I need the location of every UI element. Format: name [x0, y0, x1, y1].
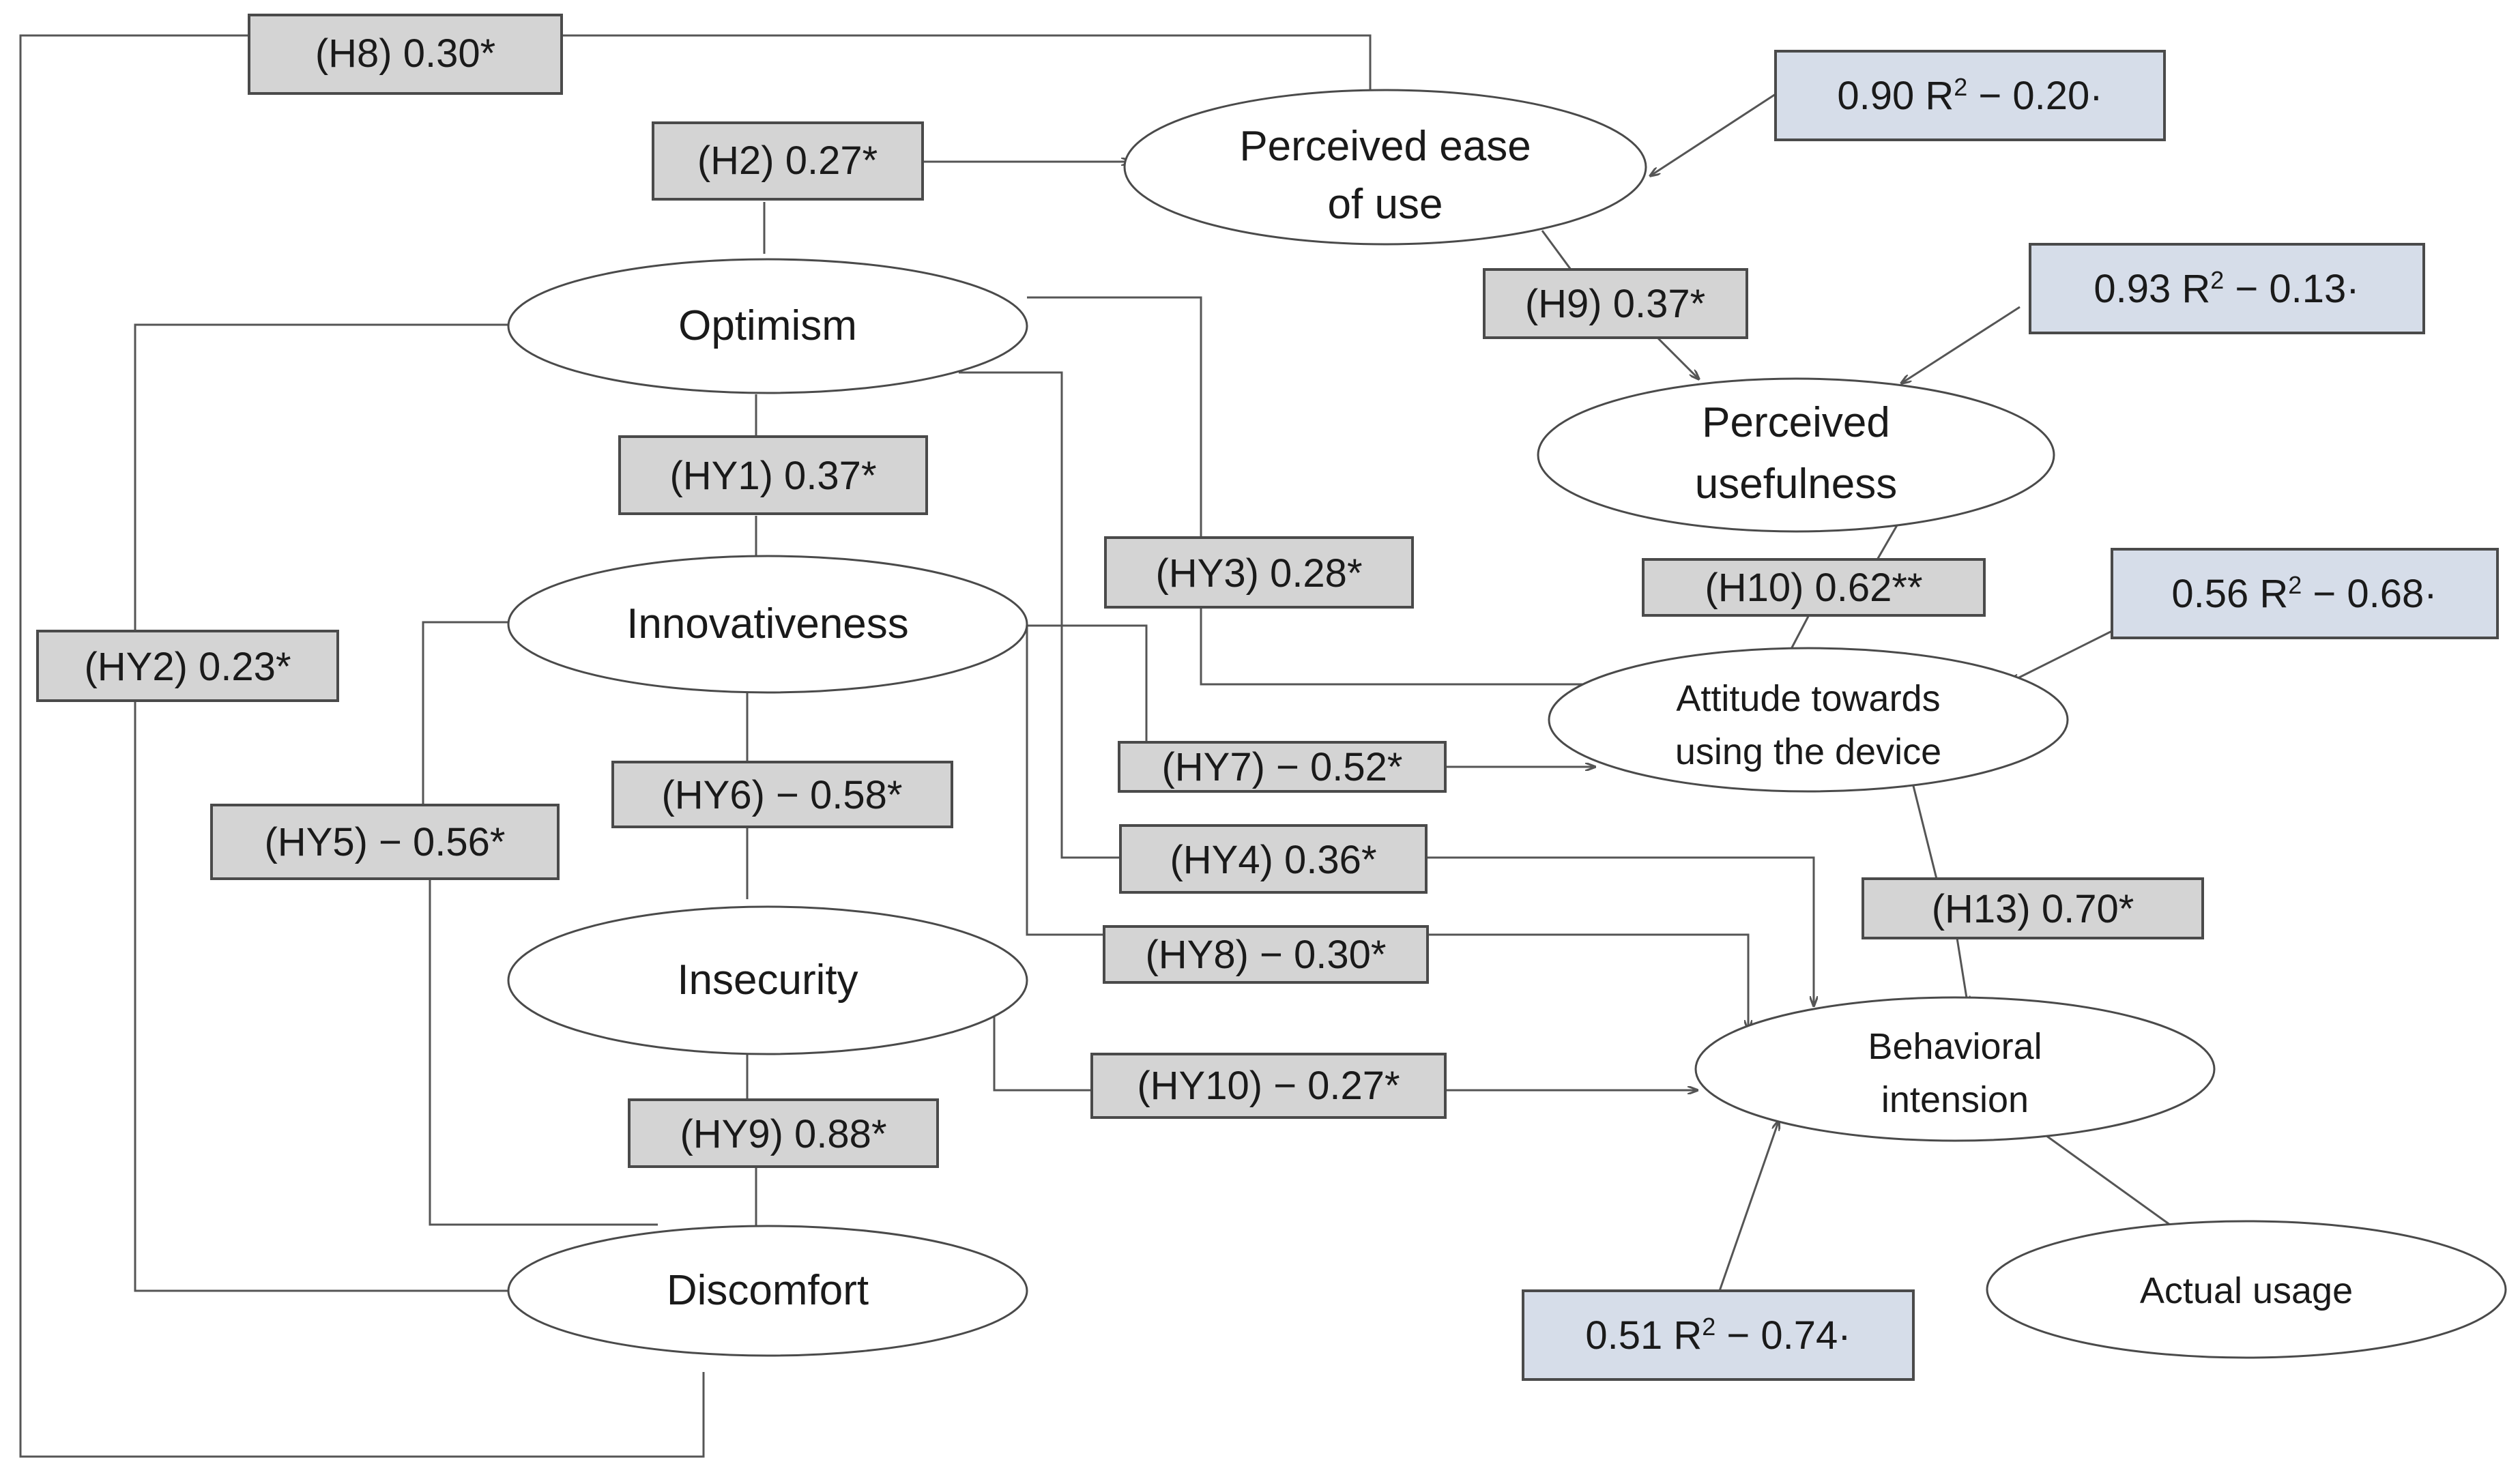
edge-r2-bi: [1718, 1120, 1779, 1291]
label-hy5: (HY5) − 0.56*: [210, 804, 560, 880]
r2-label-peou: 0.90 R2 − 0.20·: [1774, 50, 2166, 141]
node-label: Perceived: [1702, 399, 1890, 446]
connector-lines: [19, 34, 2173, 1458]
label-h9: (H9) 0.37*: [1483, 268, 1748, 339]
label-hy1: (HY1) 0.37*: [618, 435, 928, 515]
label-h2: (H2) 0.27*: [652, 121, 924, 201]
node-label: intension: [1881, 1079, 2029, 1120]
label-text: (HY4) 0.36*: [1170, 838, 1376, 882]
label-text: (H8) 0.30*: [315, 31, 495, 76]
edge-h13-a: [1911, 780, 1938, 879]
edge-hy5: [422, 621, 508, 805]
r-squared-labels: 0.90 R2 − 0.20· 0.93 R2 − 0.13· 0.56 R2 …: [1522, 50, 2499, 1381]
edge-h8: [19, 34, 1370, 1458]
edge-hy7: [1027, 624, 1148, 742]
edge-hy5-b: [429, 879, 658, 1226]
edge-hy3: [1027, 296, 1631, 684]
label-text: (H2) 0.27*: [697, 138, 878, 183]
node-label: Innovativeness: [626, 600, 909, 647]
edge-r2-att: [2010, 630, 2113, 682]
node-label: Attitude towards: [1676, 678, 1940, 719]
edge-h9-b: [1655, 336, 1699, 379]
label-text: (HY1) 0.37*: [669, 454, 876, 498]
r2-text: 0.93 R2 − 0.13·: [2094, 266, 2359, 312]
node-actual-usage: Actual usage: [1986, 1220, 2507, 1359]
edge-hy10: [993, 1006, 1092, 1092]
label-text: (H10) 0.62**: [1705, 566, 1922, 610]
node-behavioral-intension: Behavioral intension: [1694, 996, 2216, 1142]
r2-text: 0.51 R2 − 0.74·: [1585, 1313, 1851, 1358]
edge-r2-pu: [1901, 306, 2021, 383]
edge-hy2: [134, 323, 508, 1292]
label-text: (H13) 0.70*: [1932, 887, 2134, 931]
label-h13: (H13) 0.70*: [1862, 877, 2204, 939]
node-label: Actual usage: [2140, 1270, 2353, 1311]
node-discomfort: Discomfort: [507, 1225, 1028, 1357]
r2-label-pu: 0.93 R2 − 0.13·: [2029, 243, 2425, 334]
label-hy7: (HY7) − 0.52*: [1118, 741, 1447, 793]
edge-hy8: [1026, 626, 1104, 936]
node-perceived-ease-of-use: Perceived ease of use: [1123, 89, 1647, 246]
label-text: (HY3) 0.28*: [1155, 551, 1362, 596]
node-attitude: Attitude towards using the device: [1548, 647, 2069, 793]
path-coefficient-labels: (H8) 0.30* (H2) 0.27* (H9) 0.37* (HY1) 0…: [36, 14, 2204, 1168]
node-label: Insecurity: [677, 956, 858, 1004]
edge-hy4: [959, 371, 1120, 859]
r2-text: 0.90 R2 − 0.20·: [1837, 73, 2102, 119]
label-text: (H9) 0.37*: [1525, 282, 1705, 326]
node-label: Optimism: [678, 302, 857, 349]
label-text: (HY10) − 0.27*: [1137, 1064, 1400, 1108]
edge-h13-b: [1956, 937, 1968, 1006]
r2-label-behavioral: 0.51 R2 − 0.74·: [1522, 1289, 1915, 1381]
label-text: (HY2) 0.23*: [84, 645, 291, 689]
edge-h9-a: [1541, 230, 1572, 270]
label-h10: (H10) 0.62**: [1642, 558, 1986, 617]
label-text: (HY8) − 0.30*: [1145, 933, 1386, 977]
r2-label-attitude: 0.56 R2 − 0.68·: [2111, 548, 2499, 639]
node-innovativeness: Innovativeness: [507, 555, 1028, 694]
edge-hy4-arrow: [1426, 856, 1814, 1006]
edge-r2-peou: [1650, 93, 1776, 176]
label-hy10: (HY10) − 0.27*: [1090, 1053, 1447, 1119]
node-insecurity: Insecurity: [507, 905, 1028, 1055]
label-hy4: (HY4) 0.36*: [1119, 824, 1428, 894]
node-label: of use: [1328, 181, 1443, 228]
label-text: (HY5) − 0.56*: [264, 820, 505, 864]
label-hy6: (HY6) − 0.58*: [611, 761, 953, 828]
node-label: Behavioral: [1868, 1026, 2042, 1067]
r2-text: 0.56 R2 − 0.68·: [2171, 571, 2437, 617]
node-optimism: Optimism: [507, 258, 1028, 394]
node-perceived-usefulness: Perceived usefulness: [1537, 377, 2055, 533]
edge-bi-actual: [2043, 1133, 2173, 1228]
node-label: usefulness: [1695, 461, 1897, 508]
edge-hy8-arrow: [1428, 933, 1748, 1030]
label-text: (HY9) 0.88*: [680, 1112, 886, 1156]
label-text: (HY6) − 0.58*: [661, 773, 902, 817]
label-hy2: (HY2) 0.23*: [36, 630, 339, 702]
node-label: Perceived ease: [1239, 123, 1531, 170]
node-label: Discomfort: [667, 1267, 869, 1314]
label-text: (HY7) − 0.52*: [1161, 745, 1402, 789]
construct-nodes: Perceived ease of use Optimism Innovativ…: [507, 89, 2507, 1359]
label-hy8: (HY8) − 0.30*: [1103, 925, 1429, 984]
label-h8: (H8) 0.30*: [248, 14, 563, 95]
label-hy3: (HY3) 0.28*: [1104, 536, 1414, 609]
label-hy9: (HY9) 0.88*: [628, 1098, 939, 1168]
node-label: using the device: [1675, 731, 1941, 772]
